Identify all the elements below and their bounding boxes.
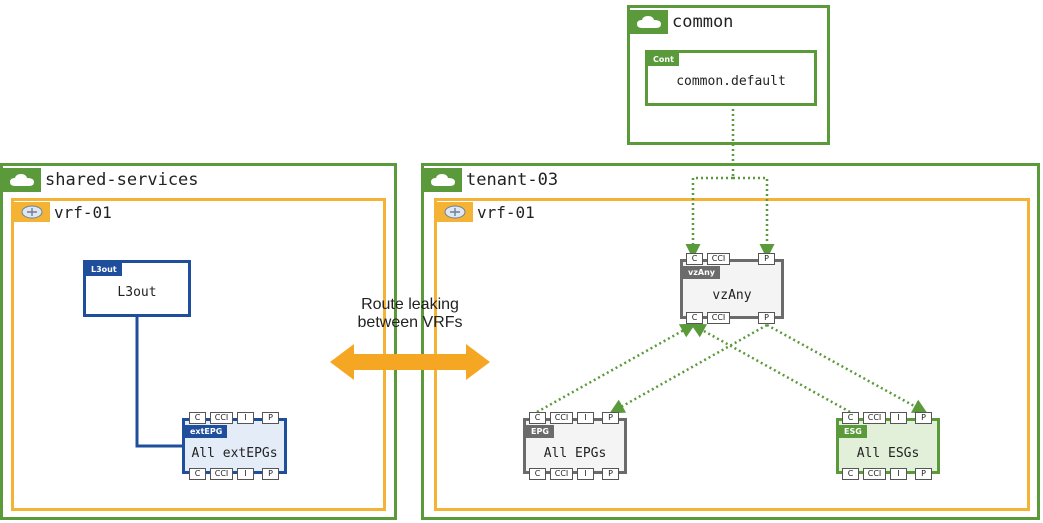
epg-top-cci-port[interactable]: CCI	[550, 412, 573, 424]
epg-top-p-port[interactable]: P	[602, 412, 619, 424]
vzany-top-cci-port[interactable]: CCI	[707, 253, 730, 265]
tenant-common[interactable]: common Cont common.default	[627, 5, 830, 145]
l3out-box[interactable]: L3out L3out	[83, 260, 191, 317]
vrf-shared-title: vrf-01	[14, 201, 112, 223]
extepg-label: All extEPGs	[191, 446, 278, 461]
esg-bottom-c-port[interactable]: C	[842, 468, 859, 480]
extepg-top-p-port[interactable]: P	[262, 412, 279, 424]
cloud-icon	[3, 168, 41, 192]
vrf-tenant-03-title: vrf-01	[437, 201, 535, 223]
extepg-bottom-c-port[interactable]: C	[189, 468, 206, 480]
epg-label: All EPGs	[543, 446, 607, 461]
epg-bottom-cci-port[interactable]: CCI	[550, 468, 573, 480]
extepg-top-i-port[interactable]: I	[237, 412, 254, 424]
contract-label: common.default	[676, 74, 786, 89]
tenant-03-name: tenant-03	[466, 170, 559, 190]
esg-top-c-port[interactable]: C	[842, 412, 859, 424]
l3out-tag: L3out	[86, 263, 122, 276]
esg-tag: ESG	[839, 425, 867, 438]
vzany-top-p-port[interactable]: P	[758, 253, 775, 265]
extepg-box[interactable]: extEPG All extEPGs	[182, 418, 287, 474]
router-icon	[437, 202, 473, 222]
esg-top-i-port[interactable]: I	[890, 412, 907, 424]
vzany-tag: vzAny	[683, 266, 720, 279]
extepg-tag: extEPG	[185, 425, 228, 438]
epg-top-c-port[interactable]: C	[529, 412, 546, 424]
esg-bottom-cci-port[interactable]: CCI	[863, 468, 886, 480]
esg-top-cci-port[interactable]: CCI	[863, 412, 886, 424]
extepg-bottom-p-port[interactable]: P	[262, 468, 279, 480]
epg-top-i-port[interactable]: I	[577, 412, 594, 424]
l3out-label: L3out	[117, 285, 157, 300]
epg-bottom-i-port[interactable]: I	[577, 468, 594, 480]
tenant-03[interactable]: tenant-03 vrf-01	[421, 163, 1040, 520]
cloud-icon	[630, 10, 668, 34]
contract-box[interactable]: Cont common.default	[645, 50, 817, 106]
route-leak-line2: between VRFs	[357, 314, 463, 331]
epg-tag: EPG	[526, 425, 554, 438]
epg-bottom-p-port[interactable]: P	[602, 468, 619, 480]
vrf-tenant-03-name: vrf-01	[477, 202, 535, 222]
vrf-shared-name: vrf-01	[54, 202, 112, 222]
extepg-top-c-port[interactable]: C	[189, 412, 206, 424]
extepg-top-cci-port[interactable]: CCI	[210, 412, 233, 424]
vzany-bottom-c-port[interactable]: C	[686, 312, 703, 324]
epg-box[interactable]: EPG All EPGs	[523, 418, 627, 474]
cloud-icon	[424, 168, 462, 192]
vzany-bottom-p-port[interactable]: P	[758, 312, 775, 324]
tenant-shared-name: shared-services	[45, 170, 199, 190]
tenant-common-title: common	[630, 8, 733, 36]
route-leak-label: Route leaking between VRFs	[320, 296, 500, 332]
esg-box[interactable]: ESG All ESGs	[836, 418, 940, 474]
esg-label: All ESGs	[856, 446, 920, 461]
tenant-common-name: common	[672, 12, 734, 32]
route-leak-line1: Route leaking	[361, 296, 459, 313]
esg-top-p-port[interactable]: P	[915, 412, 932, 424]
extepg-bottom-i-port[interactable]: I	[237, 468, 254, 480]
vzany-box[interactable]: vzAny vzAny	[680, 259, 784, 319]
esg-bottom-i-port[interactable]: I	[890, 468, 907, 480]
vzany-bottom-cci-port[interactable]: CCI	[707, 312, 730, 324]
extepg-bottom-cci-port[interactable]: CCI	[210, 468, 233, 480]
tenant-shared-title: shared-services	[3, 166, 199, 194]
router-icon	[14, 202, 50, 222]
epg-bottom-c-port[interactable]: C	[529, 468, 546, 480]
vzany-label: vzAny	[712, 288, 752, 303]
tenant-03-title: tenant-03	[424, 166, 558, 194]
vzany-top-c-port[interactable]: C	[686, 253, 703, 265]
esg-bottom-p-port[interactable]: P	[915, 468, 932, 480]
contract-tag: Cont	[648, 53, 679, 66]
